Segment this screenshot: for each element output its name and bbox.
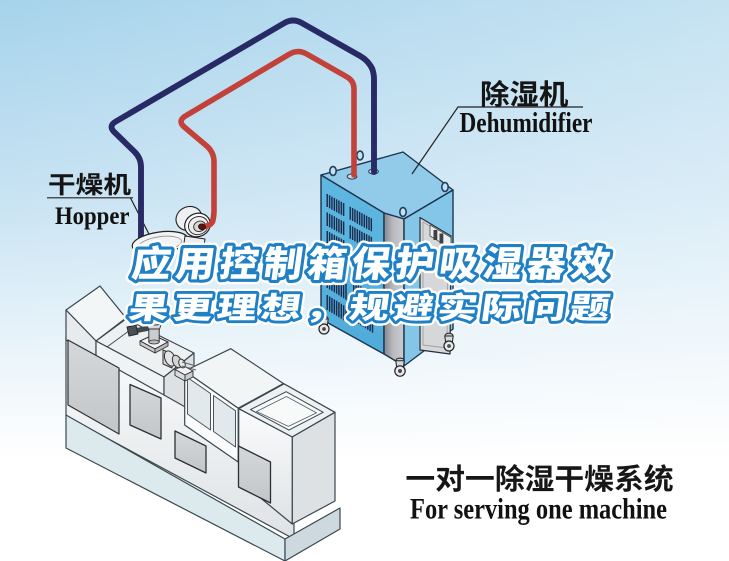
svg-text:Hopper: Hopper xyxy=(55,203,130,230)
svg-text:For serving one machine: For serving one machine xyxy=(410,493,667,526)
svg-text:Dehumidifier: Dehumidifier xyxy=(460,107,593,139)
